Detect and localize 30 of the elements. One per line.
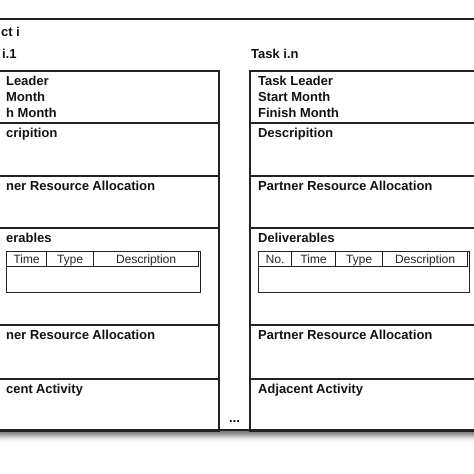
column-header: No.	[259, 252, 292, 267]
project-title: ct i	[1, 24, 20, 40]
column-header: Type	[47, 252, 94, 267]
column-header: Description	[383, 252, 468, 267]
column-header: Time	[7, 252, 47, 267]
field-label: Start Month	[258, 89, 330, 105]
field-label: Partner Resource Allocation	[258, 327, 432, 343]
field-label: Partner Resource Allocation	[258, 178, 432, 194]
deliverables-table	[258, 251, 470, 293]
project-frame	[0, 18, 474, 431]
column-header: Description	[94, 252, 199, 267]
field-label: ner Resource Allocation	[6, 178, 156, 194]
field-label: Finish Month	[258, 105, 339, 121]
field-label: Descripition	[258, 125, 334, 141]
field-label: cent Activity	[6, 381, 83, 397]
deliverables-table	[6, 251, 201, 293]
field-label: cripition	[6, 125, 58, 141]
column-header: Type	[336, 252, 383, 267]
task-title: Task i.n	[251, 46, 298, 62]
column-header: Time	[292, 252, 336, 267]
field-label: Deliverables	[258, 230, 335, 246]
field-label: erables	[6, 230, 52, 246]
field-label: Month	[6, 89, 45, 105]
task-title: i.1	[2, 46, 16, 62]
field-label: Adjacent Activity	[258, 381, 363, 397]
field-label: h Month	[6, 105, 57, 121]
field-label: Leader	[6, 73, 49, 89]
field-label: Task Leader	[258, 73, 333, 89]
field-label: ner Resource Allocation	[6, 327, 156, 343]
ellipsis-note: ...	[229, 410, 240, 426]
